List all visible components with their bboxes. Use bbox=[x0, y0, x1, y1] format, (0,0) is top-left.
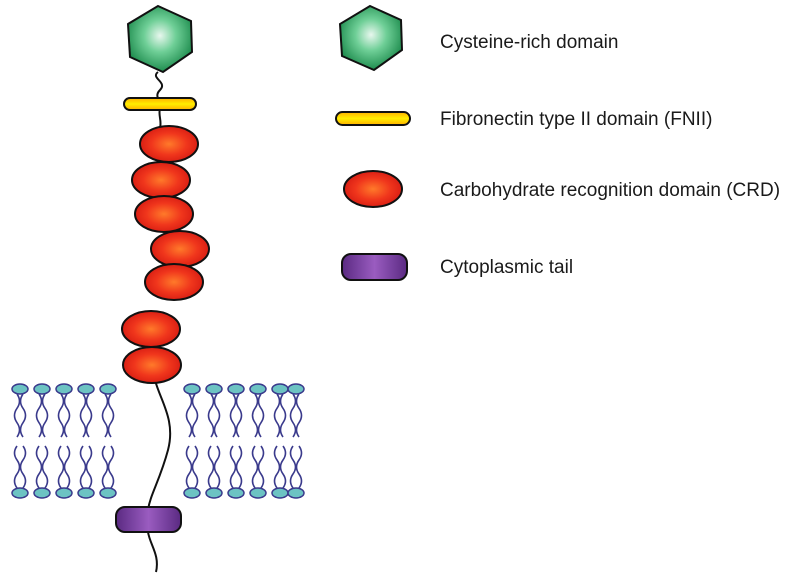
lipid-tail bbox=[101, 393, 109, 438]
lipid-head bbox=[287, 487, 305, 499]
legend-label-crd: Carbohydrate recognition domain (CRD) bbox=[440, 180, 780, 201]
legend-fnii-icon bbox=[335, 111, 411, 126]
fnii-domain-bar bbox=[123, 97, 197, 111]
crd-ellipse bbox=[131, 161, 191, 199]
lipid-tail bbox=[289, 393, 297, 438]
lipid-bilayer bbox=[11, 383, 305, 499]
lipid-tail bbox=[41, 445, 49, 489]
lipid-head bbox=[33, 487, 51, 499]
lipid-tail bbox=[13, 445, 21, 489]
lipid-head bbox=[77, 487, 95, 499]
lipid-head bbox=[287, 383, 305, 395]
lipid-tail bbox=[251, 445, 259, 489]
lipid-tail bbox=[207, 393, 215, 438]
legend-hexagon-icon bbox=[338, 4, 404, 72]
crd-ellipse bbox=[139, 125, 199, 163]
lipid-head bbox=[249, 383, 267, 395]
lipid-head bbox=[55, 383, 73, 395]
lipid-head bbox=[227, 383, 245, 395]
legend-tail-icon bbox=[341, 253, 408, 281]
lipid-tail bbox=[41, 393, 49, 438]
lipid-tail bbox=[273, 445, 281, 489]
lipid-head bbox=[33, 383, 51, 395]
legend-label-tail: Cytoplasmic tail bbox=[440, 257, 573, 278]
lipid-head bbox=[271, 383, 289, 395]
lipid-tail bbox=[213, 445, 221, 489]
lipid-tail bbox=[107, 445, 115, 489]
lipid-head bbox=[183, 487, 201, 499]
lipid-head bbox=[271, 487, 289, 499]
lipid-tail bbox=[191, 393, 199, 438]
lipid-head bbox=[227, 487, 245, 499]
lipid-tail bbox=[295, 445, 303, 489]
lipid-tail bbox=[185, 393, 193, 438]
lipid-tail bbox=[79, 393, 87, 438]
legend-crd-icon bbox=[343, 170, 403, 208]
lipid-tail bbox=[63, 393, 71, 438]
lipid-tail bbox=[279, 393, 287, 438]
cysteine-rich-domain-hexagon bbox=[126, 4, 194, 74]
lipid-tail bbox=[229, 445, 237, 489]
crd-ellipse bbox=[150, 230, 210, 268]
lipid-tail bbox=[229, 393, 237, 438]
lipid-tail bbox=[213, 393, 221, 438]
lipid-tail bbox=[273, 393, 281, 438]
lipid-tail bbox=[63, 445, 71, 489]
lipid-tail bbox=[235, 445, 243, 489]
lipid-tail bbox=[257, 445, 265, 489]
lipid-tail bbox=[35, 445, 43, 489]
lipid-head bbox=[183, 383, 201, 395]
lipid-tail bbox=[295, 393, 303, 438]
cytoplasmic-tail-capsule bbox=[115, 506, 182, 533]
lipid-tail bbox=[57, 393, 65, 438]
transmembrane-segment bbox=[147, 379, 172, 511]
lipid-tail bbox=[101, 445, 109, 489]
lipid-tail bbox=[35, 393, 43, 438]
receptor-chain bbox=[115, 4, 210, 573]
lipid-tail bbox=[191, 445, 199, 489]
lipid-head bbox=[99, 487, 117, 499]
crd-ellipse bbox=[122, 346, 182, 384]
lipid-tail bbox=[289, 445, 297, 489]
tail-end-linker bbox=[147, 531, 158, 573]
lipid-tail bbox=[257, 393, 265, 438]
lipid-tail bbox=[85, 445, 93, 489]
lipid-tail bbox=[235, 393, 243, 438]
lipid-tail bbox=[107, 393, 115, 438]
lipid-head bbox=[11, 383, 29, 395]
crd-ellipse bbox=[134, 195, 194, 233]
lipid-tail bbox=[79, 445, 87, 489]
lipid-tail bbox=[19, 445, 27, 489]
lipid-tail bbox=[57, 445, 65, 489]
lipid-tail bbox=[185, 445, 193, 489]
legend-label-fnii: Fibronectin type II domain (FNII) bbox=[440, 109, 712, 130]
lipid-tail bbox=[13, 393, 21, 438]
legend: Cysteine-rich domain Fibronectin type II… bbox=[335, 4, 780, 281]
lipid-tail bbox=[85, 393, 93, 438]
lipid-head bbox=[55, 487, 73, 499]
lipid-head bbox=[77, 383, 95, 395]
lipid-head bbox=[11, 487, 29, 499]
lipid-tail bbox=[207, 445, 215, 489]
lipid-tail bbox=[279, 445, 287, 489]
crd-stack bbox=[121, 125, 210, 384]
crd-ellipse bbox=[121, 310, 181, 348]
lipid-head bbox=[249, 487, 267, 499]
crd-ellipse bbox=[144, 263, 204, 301]
lipid-head bbox=[99, 383, 117, 395]
lipid-head bbox=[205, 487, 223, 499]
lipid-head bbox=[205, 383, 223, 395]
lipid-tail bbox=[251, 393, 259, 438]
lipid-tail bbox=[19, 393, 27, 438]
legend-label-cysteine: Cysteine-rich domain bbox=[440, 32, 618, 53]
